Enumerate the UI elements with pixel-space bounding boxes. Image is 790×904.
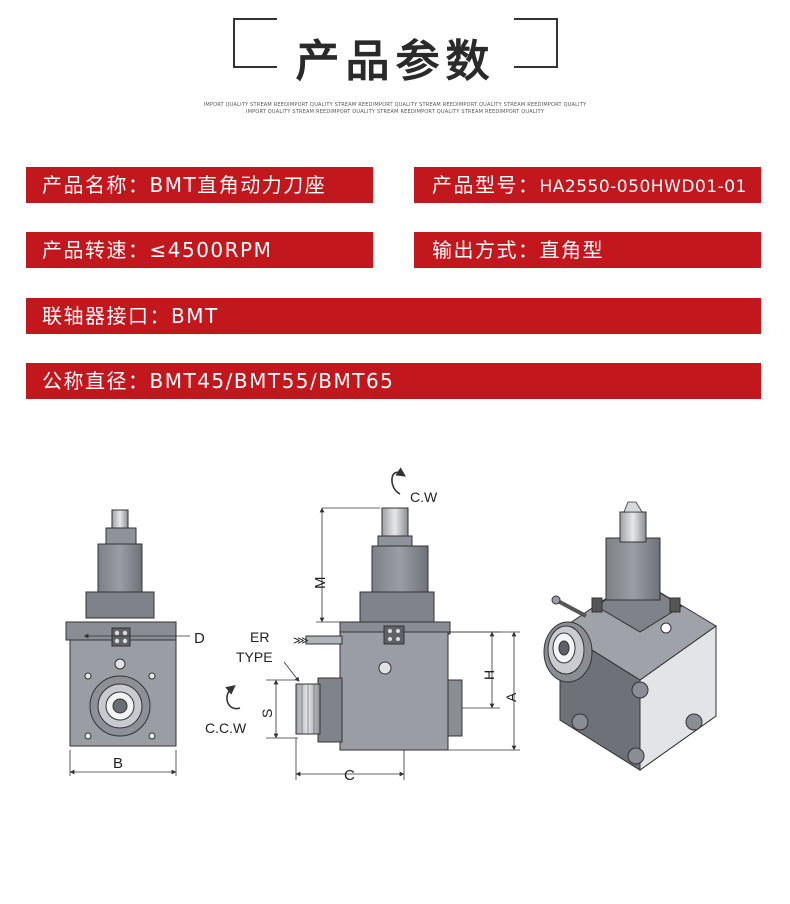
label-a: A [503, 692, 519, 702]
spec-value-diameter: BMT45/BMT55/BMT65 [149, 369, 395, 393]
spec-value-product-name: BMT直角动力刀座 [149, 173, 327, 197]
label-c: C [344, 767, 355, 784]
spec-label-output: 输出方式： [432, 238, 540, 262]
title-frame [233, 18, 558, 68]
page-title: 产品参数 [295, 36, 496, 87]
label-m: M [312, 577, 329, 590]
label-b: B [113, 755, 123, 772]
spec-value-output: 直角型 [539, 238, 604, 262]
side-view: C.W ⋙ ER TYPE C.C.W S [205, 467, 520, 784]
spec-value-model: HA2550-050HWD01-01 [539, 177, 747, 197]
spec-label-interface: 联轴器接口： [42, 304, 171, 328]
subtitle-line-2: IMPORT QUALITY STREAM REEDIMPORT QUALITY… [245, 109, 545, 115]
spec-value-speed: ≤4500RPM [149, 238, 273, 262]
spec-label-product-name: 产品名称： [42, 173, 150, 197]
spec-bar-interface: 联轴器接口：BMT [26, 298, 761, 334]
label-cw: C.W [410, 489, 438, 505]
label-er: ER [250, 629, 269, 645]
spec-label-diameter: 公称直径： [42, 369, 150, 393]
isometric-view [543, 501, 717, 771]
spec-bar-speed: 产品转速：≤4500RPM [26, 232, 373, 268]
label-h: H [481, 670, 497, 680]
front-view: D B [65, 509, 205, 776]
spec-bar-product-name: 产品名称：BMT直角动力刀座 [26, 167, 373, 203]
spec-bar-output: 输出方式：直角型 [414, 232, 761, 268]
tool-holder-diagram: D B C.W ⋙ ER TYPE C.C [65, 467, 717, 784]
label-s: S [259, 709, 275, 718]
spec-label-speed: 产品转速： [42, 238, 150, 262]
label-ccw: C.C.W [205, 720, 247, 736]
spray-icon: ⋙ [293, 635, 309, 647]
spec-bar-model: 产品型号：HA2550-050HWD01-01 [414, 167, 761, 203]
label-d: D [194, 630, 205, 647]
subtitle-line-1: IMPORT QUALITY STREAM REEDIMPORT QUALITY… [203, 102, 587, 108]
spec-label-model: 产品型号： [432, 173, 540, 197]
spec-bar-diameter: 公称直径：BMT45/BMT55/BMT65 [26, 363, 761, 399]
spec-value-interface: BMT [171, 304, 219, 328]
label-type: TYPE [236, 649, 273, 665]
